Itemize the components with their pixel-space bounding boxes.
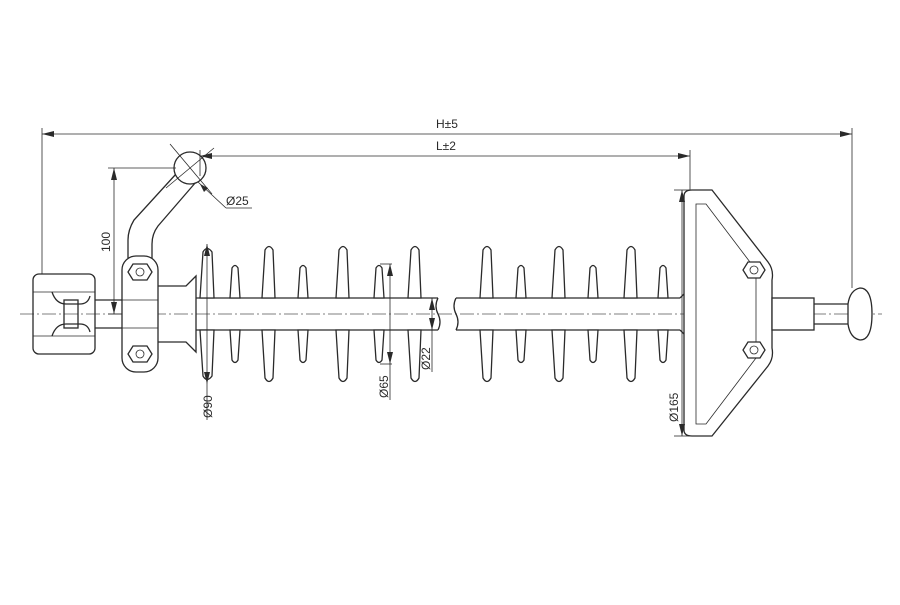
dim-grading-ring: Ø165 <box>667 189 690 437</box>
dim-overall-length: H±5 <box>41 117 853 288</box>
dim-core-diameter: Ø22 <box>419 298 435 372</box>
insulator-sheds <box>199 245 669 383</box>
dim-section-length-label: L±2 <box>436 139 456 153</box>
bolt-hex-lower <box>127 345 153 363</box>
dim-ball-diameter: Ø25 <box>197 181 252 209</box>
dim-large-shed-label: Ø90 <box>201 395 215 418</box>
arcing-horn-arm <box>127 143 215 258</box>
dim-core-diameter-label: Ø22 <box>419 347 433 370</box>
dim-ball-diameter-label: Ø25 <box>226 194 249 208</box>
left-arm-plate <box>121 255 159 373</box>
dim-grading-ring-label: Ø165 <box>667 392 681 422</box>
right-ball-fitting <box>771 287 873 341</box>
grading-ring <box>683 189 774 437</box>
bolt-hex-upper <box>127 263 153 281</box>
dim-large-shed: Ø90 <box>201 244 215 420</box>
dim-small-shed-label: Ø65 <box>377 375 391 398</box>
dim-section-length: L±2 <box>199 139 691 190</box>
dim-arm-height-label: 100 <box>99 232 113 252</box>
left-socket-fitting <box>32 273 128 355</box>
dim-small-shed: Ø65 <box>377 263 393 400</box>
ring-bolt-upper <box>742 261 766 279</box>
dim-arm-height: 100 <box>99 167 176 315</box>
dim-overall-length-label: H±5 <box>436 117 458 131</box>
ring-bolt-lower <box>742 341 766 359</box>
left-flange <box>158 274 197 354</box>
